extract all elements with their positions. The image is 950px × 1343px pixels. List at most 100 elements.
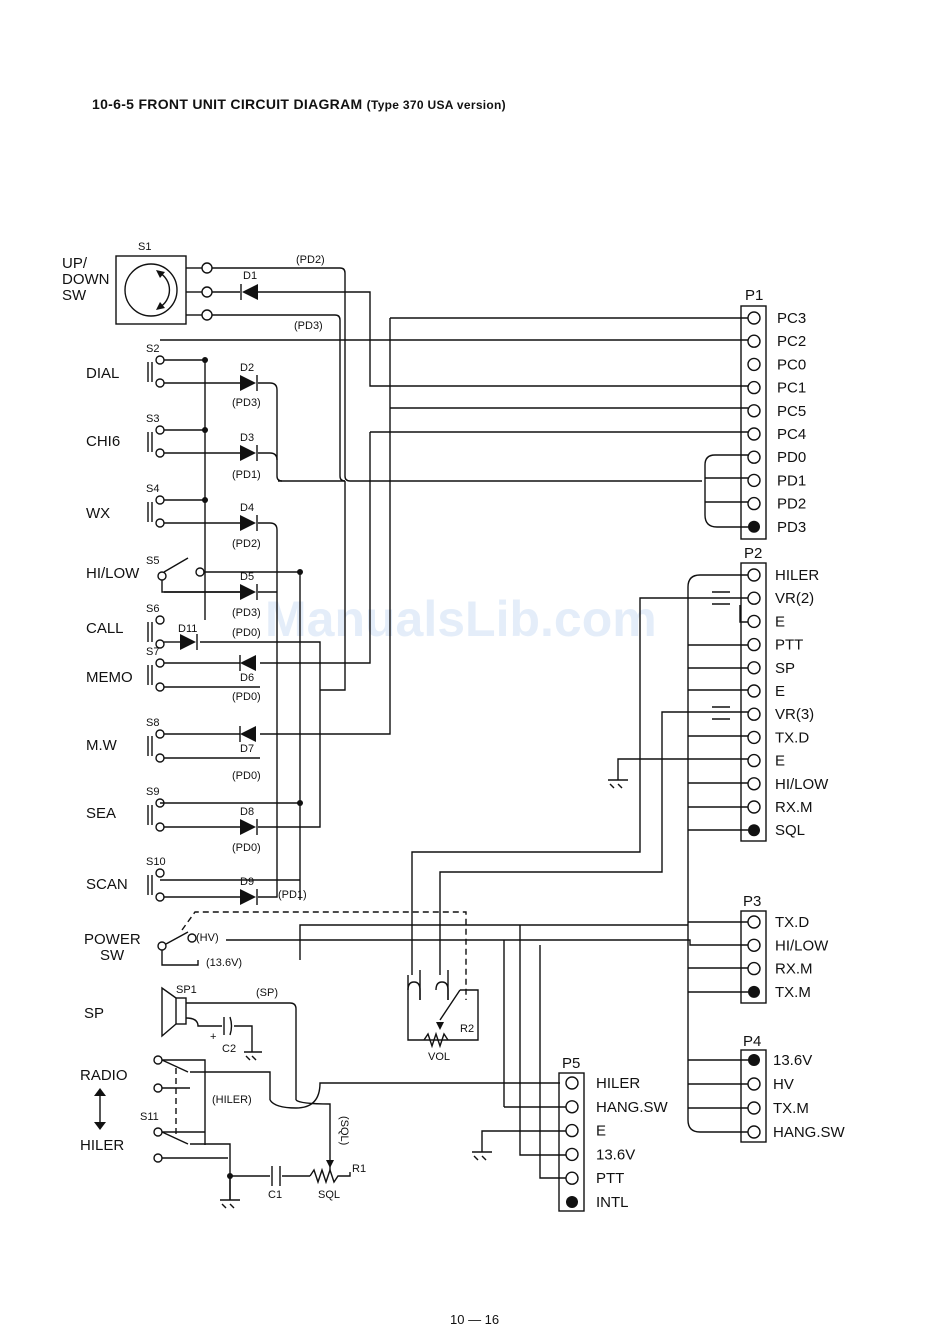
d7-diode: D7(PD0) [164,726,261,782]
p2-pin-label: TX.D [775,729,809,746]
s1-label-line1: UP/ [62,255,88,272]
p5-pin-5: PTT [565,1170,624,1187]
d3-net: (PD1) [232,469,261,481]
d7-ref: D7 [240,743,254,755]
page-title: 10-6-5 FRONT UNIT CIRCUIT DIAGRAM (Type … [92,96,506,112]
p2-pin-6: E [747,683,785,700]
s1-pd3-net-label: (PD3) [294,320,323,332]
s1-updown-switch: UP/ DOWN SW S1 [62,241,213,325]
d5-ref: D5 [240,571,254,583]
p5-pin-label: E [596,1123,606,1140]
s3-ref: S3 [146,413,159,425]
p1-pin-8: PD1 [747,472,806,489]
p1-pin-5: PC5 [747,403,806,420]
p4-pin-label: 13.6V [773,1052,812,1069]
d1-ref: D1 [243,270,257,282]
d8-ref: D8 [240,806,254,818]
d11-ref: D11 [178,623,197,635]
p1-pin-4: PC1 [747,380,806,397]
d9-ref: D9 [240,876,254,888]
c2-ref: C2 [222,1043,236,1055]
s2-ref: S2 [146,343,159,355]
p1-pin-label: PC5 [777,403,806,420]
p5-pin-4: 13.6V [565,1146,635,1163]
r2-label: VOL [428,1051,450,1063]
r1-sql-pot: R1 SQL [309,1160,366,1201]
page-title-note: (Type 370 USA version) [366,98,506,112]
p2-pin-label: E [775,613,785,630]
s8-label: M.W [86,737,118,754]
p4-pin-3: TX.M [747,1100,809,1117]
s11-ref: S11 [140,1111,159,1123]
s5-ref: S5 [146,555,159,567]
p4-pin-4: HANG.SW [747,1124,846,1141]
speaker: SP SP1 (SP) + C2 [84,984,297,1100]
p3-pin-label: TX.D [775,914,809,931]
d8-diode: D8(PD0) [164,806,261,854]
p3-pin-3: RX.M [747,961,813,978]
p1-pin-label: PD0 [777,449,806,466]
d1-diode: D1 [240,270,258,300]
s1-label-line2: DOWN [62,271,110,288]
p5-pin-label: PTT [596,1170,624,1187]
d11-diode: D11 (PD0) [164,623,261,650]
p1-pin-label: PC0 [777,356,806,373]
p2-pin-label: HILER [775,567,819,584]
p2-pin-9: E [747,753,785,770]
p3-pin-2: HI/LOW [747,937,829,954]
p2-pin-1: HILER [747,567,819,584]
p1-pin-label: PD1 [777,472,806,489]
p3-pin-label: HI/LOW [775,937,829,954]
p1-pin-7: PD0 [747,449,806,466]
d11-net: (PD0) [232,627,261,639]
d9-net: (PD1) [278,889,307,901]
sql-net-label: (SQL) [338,1116,350,1145]
p2-pin-label: VR(3) [775,706,814,723]
r2-vol-pot: R2 VOL [407,970,479,1063]
p4-pin-label: HV [773,1076,794,1093]
d6-ref: D6 [240,672,254,684]
p2-name: P2 [744,545,762,562]
p2-pin-label: SQL [775,822,805,839]
power-label-line1: POWER [84,931,141,948]
p1-pin-label: PC4 [777,426,806,443]
p1-pin-label: PC2 [777,333,806,350]
p3-name: P3 [743,893,761,910]
d1-net-label: (PD2) [296,254,325,266]
c1-capacitor: C1 [220,1166,310,1209]
p2-pin-label: VR(2) [775,590,814,607]
p5-pin-label: HILER [596,1075,640,1092]
p1-pin-label: PD3 [777,519,806,536]
p5-pin-1: HILER [565,1075,640,1092]
s9-label: SEA [86,805,116,822]
p5-pin-2: HANG.SW [565,1099,669,1116]
r2-ref: R2 [460,1023,474,1035]
p2-pin-8: TX.D [747,729,809,746]
d2-net: (PD3) [232,397,261,409]
d5-diode: D5(PD3) [164,571,261,619]
p2-pin-label: SP [775,660,795,677]
p1-pin-9: PD2 [747,496,806,513]
d2-ref: D2 [240,362,254,374]
power-switch: POWER SW (HV) (13.6V) [84,911,467,1000]
s4-ref: S4 [146,483,159,495]
p2-pin-label: E [775,753,785,770]
s2-label: DIAL [86,365,119,382]
p5-pin-3: E [565,1123,606,1140]
p2-pin-label: E [775,683,785,700]
c1-ref: C1 [268,1189,282,1201]
p2-pin-5: SP [747,660,795,677]
s11-hiler-label: HILER [80,1137,124,1154]
power-136v-label: (13.6V) [206,957,242,969]
p2-pin-10: HI/LOW [747,776,829,793]
s3-label: CHI6 [86,433,120,450]
r1-label: SQL [318,1189,340,1201]
p4-pin-label: HANG.SW [773,1124,846,1141]
p2-pin-4: PTT [747,637,803,654]
d4-ref: D4 [240,502,254,514]
